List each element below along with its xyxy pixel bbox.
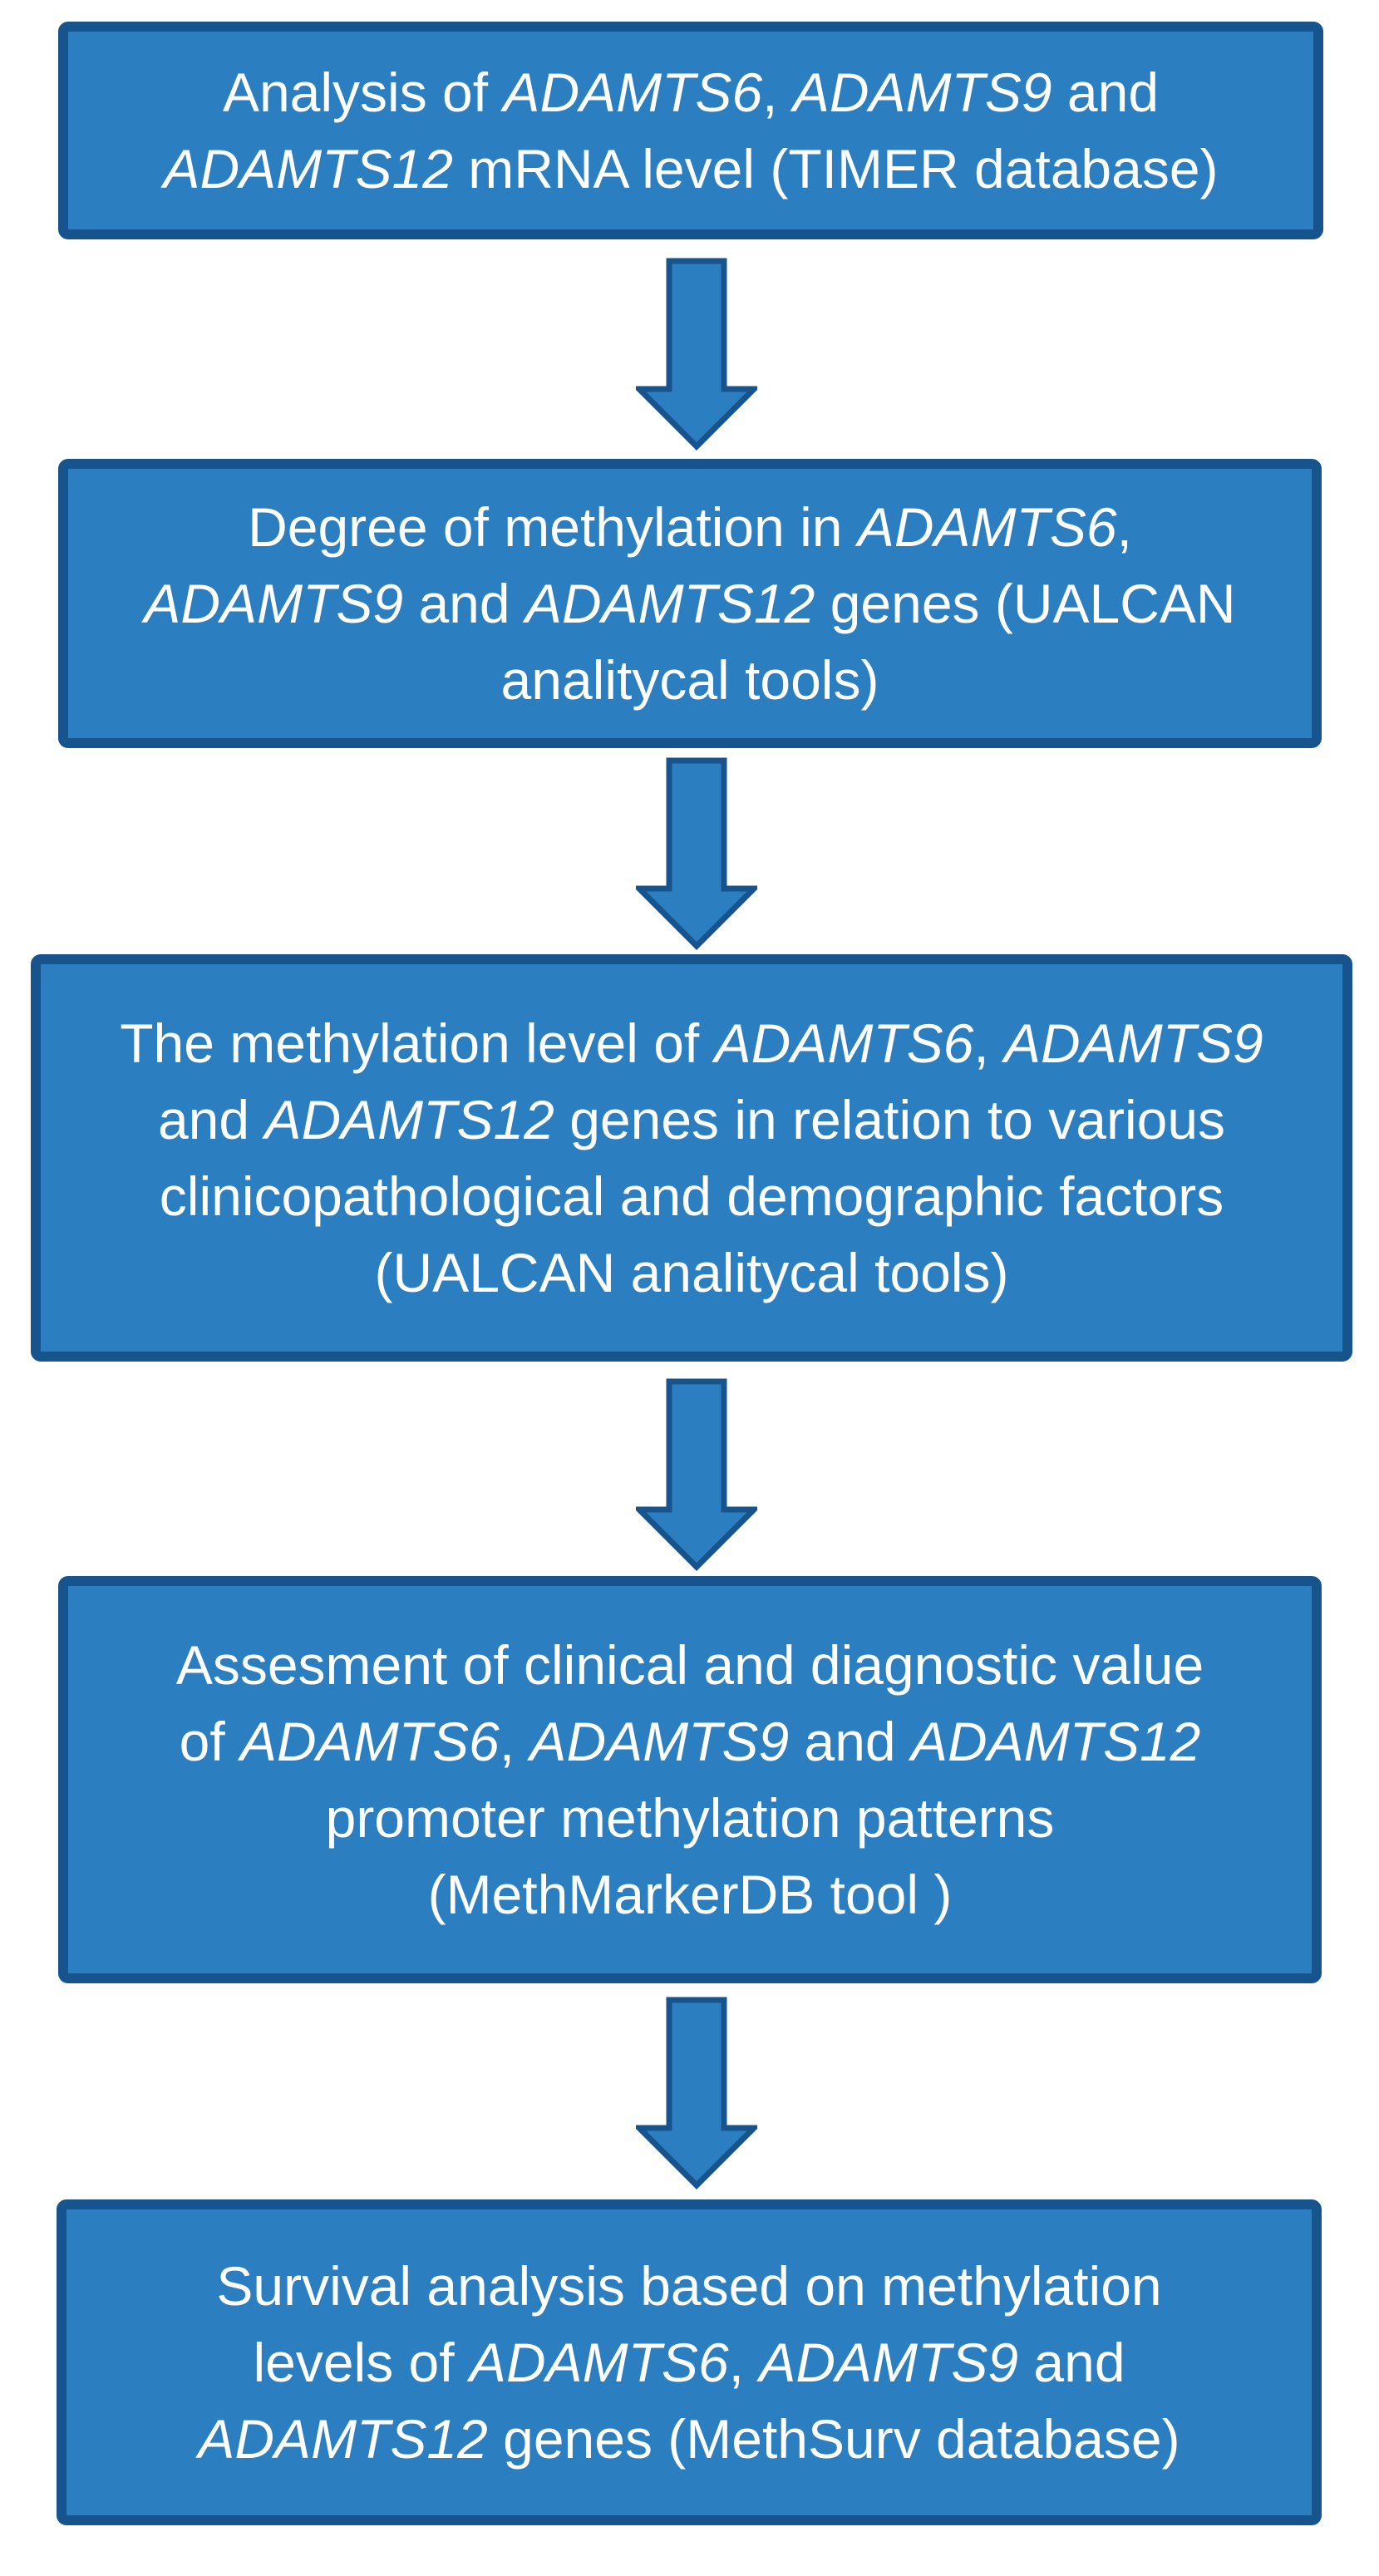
flow-step-text-line: Analysis of ADAMTS6, ADAMTS9 and (223, 54, 1159, 131)
flow-step-3-clinicopathological-relation: The methylation level of ADAMTS6, ADAMTS… (31, 954, 1352, 1362)
text-segment: mRNA level (TIMER database) (452, 138, 1219, 199)
gene-name-italic: ADAMTS9 (144, 573, 404, 634)
flow-step-text-line: ADAMTS12 mRNA level (TIMER database) (163, 131, 1218, 207)
text-segment: clinicopathological and demographic fact… (159, 1165, 1224, 1227)
gene-name-italic: ADAMTS12 (525, 573, 815, 634)
flow-step-text-line: levels of ADAMTS6, ADAMTS9 and (253, 2324, 1125, 2401)
text-segment: Survival analysis based on methylation (216, 2255, 1162, 2317)
arrow-shape (636, 1378, 757, 1571)
arrow-shape (636, 1997, 757, 2189)
text-segment: , (762, 62, 793, 123)
text-segment: genes (MethSurv database) (487, 2408, 1180, 2470)
down-arrow-icon (636, 1378, 757, 1571)
flow-step-text-line: analitycal tools) (501, 642, 879, 718)
down-arrow-icon (636, 258, 757, 451)
gene-name-italic: ADAMTS6 (857, 496, 1117, 558)
text-segment: and (403, 573, 525, 634)
text-segment: The methylation level of (120, 1012, 715, 1074)
flow-step-text-line: Assesment of clinical and diagnostic val… (176, 1627, 1204, 1703)
text-segment: of (179, 1711, 240, 1772)
flow-step-text-line: Degree of methylation in ADAMTS6, (248, 489, 1132, 565)
gene-name-italic: ADAMTS6 (714, 1012, 974, 1074)
text-segment: , (499, 1711, 530, 1772)
gene-name-italic: ADAMTS12 (163, 138, 453, 199)
flow-step-text-line: and ADAMTS12 genes in relation to variou… (158, 1081, 1225, 1158)
text-segment: levels of (253, 2332, 470, 2393)
down-arrow-icon (636, 1997, 757, 2189)
text-segment: (MethMarkerDB tool ) (427, 1864, 953, 1925)
flow-step-text-line: of ADAMTS6, ADAMTS9 and ADAMTS12 (180, 1703, 1201, 1780)
text-segment: and (157, 1089, 265, 1150)
down-arrow-icon (636, 1997, 757, 2189)
text-segment: Analysis of (222, 62, 504, 123)
gene-name-italic: ADAMTS12 (198, 2408, 488, 2470)
text-segment: , (1116, 496, 1132, 558)
text-segment: and (1018, 2332, 1125, 2393)
flow-step-text-line: ADAMTS9 and ADAMTS12 genes (UALCAN (144, 565, 1235, 642)
text-segment: Degree of methylation in (248, 496, 858, 558)
flow-step-5-survival-analysis: Survival analysis based on methylation le… (57, 2199, 1322, 2525)
flow-step-text-line: ADAMTS12 genes (MethSurv database) (198, 2401, 1180, 2477)
text-segment: genes (UALCAN (815, 573, 1236, 634)
flow-step-text-line: (MethMarkerDB tool ) (428, 1856, 953, 1933)
gene-name-italic: ADAMTS9 (529, 1711, 790, 1772)
arrow-shape (636, 757, 757, 950)
down-arrow-icon (636, 1378, 757, 1571)
text-segment: (UALCAN analitycal tools) (374, 1242, 1009, 1303)
flow-step-text-line: clinicopathological and demographic fact… (160, 1158, 1224, 1234)
arrow-shape (636, 258, 757, 451)
text-segment: genes in relation to various (554, 1089, 1226, 1150)
gene-name-italic: ADAMTS6 (503, 62, 763, 123)
text-segment: , (973, 1012, 1005, 1074)
gene-name-italic: ADAMTS6 (240, 1711, 500, 1772)
flow-step-text-line: The methylation level of ADAMTS6, ADAMTS… (120, 1005, 1263, 1081)
flow-step-text-line: Survival analysis based on methylation (216, 2248, 1161, 2324)
text-segment: , (728, 2332, 760, 2393)
gene-name-italic: ADAMTS9 (759, 2332, 1019, 2393)
gene-name-italic: ADAMTS9 (1004, 1012, 1263, 1074)
flow-step-text-line: promoter methylation patterns (326, 1780, 1055, 1856)
down-arrow-icon (636, 757, 757, 950)
down-arrow-icon (636, 757, 757, 950)
down-arrow-icon (636, 258, 757, 451)
text-segment: and (1051, 62, 1160, 123)
flow-step-2-methylation-degree: Degree of methylation in ADAMTS6,ADAMTS9… (58, 459, 1322, 748)
flow-step-4-diagnostic-value: Assesment of clinical and diagnostic val… (58, 1576, 1322, 1983)
gene-name-italic: ADAMTS12 (910, 1711, 1201, 1772)
text-segment: promoter methylation patterns (325, 1787, 1055, 1849)
text-segment: analitycal tools) (500, 649, 879, 711)
text-segment: and (789, 1711, 911, 1772)
flow-step-text-line: (UALCAN analitycal tools) (375, 1234, 1009, 1311)
gene-name-italic: ADAMTS6 (469, 2332, 729, 2393)
gene-name-italic: ADAMTS9 (792, 62, 1052, 123)
gene-name-italic: ADAMTS12 (264, 1089, 554, 1150)
text-segment: Assesment of clinical and diagnostic val… (175, 1634, 1204, 1696)
